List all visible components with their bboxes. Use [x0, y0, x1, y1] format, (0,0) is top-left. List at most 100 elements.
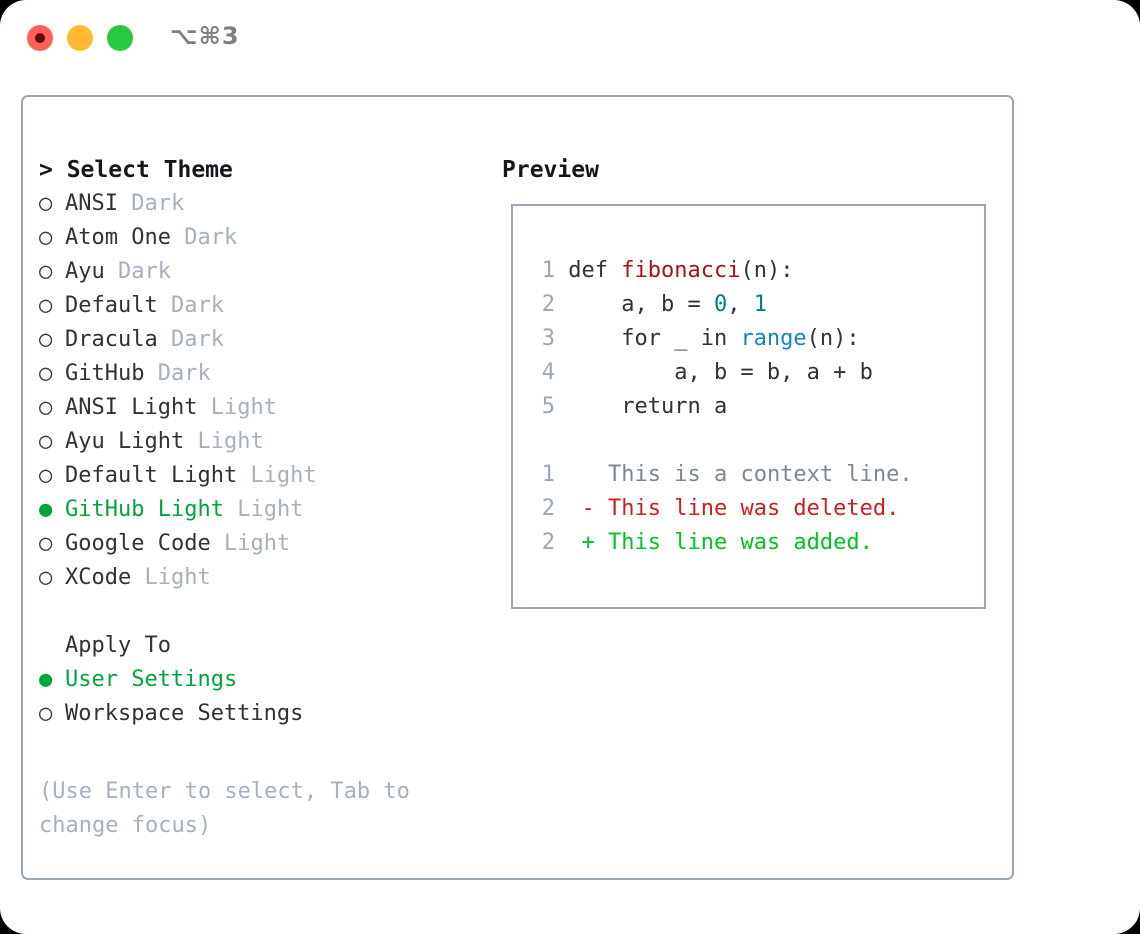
theme-list: ○ANSI Dark○Atom One Dark○Ayu Dark○Defaul… [39, 187, 489, 595]
title-bar: ⌥⌘3 [0, 0, 1140, 78]
code-token: 0 [713, 292, 728, 317]
keyboard-hint: (Use Enter to select, Tab to change focu… [39, 775, 459, 843]
code-line: 1 def fibonacci(n): [525, 254, 975, 288]
diff-line: 1 This is a context line. [525, 458, 975, 492]
theme-list-item[interactable]: ○ANSI Light Light [39, 391, 489, 425]
gutter-gap [555, 326, 568, 351]
gutter-gap [555, 462, 582, 487]
theme-list-item[interactable]: ○GitHub Dark [39, 357, 489, 391]
theme-list-item[interactable]: ○Default Light Light [39, 459, 489, 493]
theme-variant-tag: Light [144, 565, 211, 590]
theme-name-label: GitHub Light [65, 497, 224, 522]
keyboard-hint-line-1: (Use Enter to select, Tab to [39, 779, 410, 804]
line-number: 2 [541, 530, 555, 555]
line-number: 1 [541, 258, 555, 283]
theme-name-label: Ayu [65, 259, 105, 284]
gutter-gap [555, 360, 568, 385]
diff-marker: + [581, 530, 608, 555]
maximize-button[interactable] [107, 25, 133, 51]
theme-gap [118, 191, 131, 216]
list-spacer [39, 595, 489, 629]
theme-gap [197, 395, 210, 420]
code-token: 1 [753, 292, 767, 317]
apply-to-heading: Apply To [39, 629, 489, 663]
theme-gap [105, 259, 118, 284]
radio-selected-icon[interactable]: ● [39, 667, 53, 692]
theme-variant-tag: Dark [170, 327, 224, 352]
theme-variant-tag: Dark [157, 361, 211, 386]
line-number: 4 [541, 360, 555, 385]
code-blank-line [525, 424, 975, 458]
diff-line: 2 - This line was deleted. [525, 492, 975, 526]
radio-unselected-icon[interactable]: ○ [39, 259, 53, 284]
radio-unselected-icon[interactable]: ○ [39, 429, 53, 454]
theme-name-label: XCode [65, 565, 132, 590]
code-line: 3 for _ in range(n): [525, 322, 975, 356]
radio-unselected-icon[interactable]: ○ [39, 565, 53, 590]
gutter-gap [555, 292, 568, 317]
recording-indicator-icon [35, 33, 45, 43]
radio-unselected-icon[interactable]: ○ [39, 701, 53, 726]
radio-unselected-icon[interactable]: ○ [39, 463, 53, 488]
theme-variant-tag: Dark [184, 225, 238, 250]
theme-list-item[interactable]: ○Dracula Dark [39, 323, 489, 357]
radio-unselected-icon[interactable]: ○ [39, 191, 53, 216]
theme-list-item[interactable]: ○Ayu Light Light [39, 425, 489, 459]
radio-unselected-icon[interactable]: ○ [39, 531, 53, 556]
theme-list-item[interactable]: ○ XCode Light [39, 561, 489, 595]
diff-text: This line was added. [608, 530, 873, 555]
theme-list-item[interactable]: ○Atom One Dark [39, 221, 489, 255]
code-token: (n): [806, 326, 860, 351]
code-token: for _ in [568, 326, 741, 351]
theme-variant-tag: Light [223, 531, 291, 556]
select-theme-label: Select Theme [66, 157, 233, 183]
preview-heading: Preview [502, 157, 599, 183]
gutter-gap [555, 530, 582, 555]
theme-list-item[interactable]: ○Default Dark [39, 289, 489, 323]
keyboard-shortcut-label: ⌥⌘3 [170, 22, 240, 50]
gutter-gap [555, 394, 568, 419]
apply-to-label: Workspace Settings [65, 701, 304, 726]
theme-gap [184, 429, 197, 454]
apply-to-item[interactable]: ●User Settings [39, 663, 489, 697]
theme-variant-tag: Dark [131, 191, 185, 216]
theme-variant-tag: Light [210, 395, 277, 420]
gutter-gap [555, 496, 582, 521]
diff-text: This is a context line. [608, 462, 913, 487]
apply-to-label: Apply To [65, 633, 171, 658]
theme-list-item[interactable]: ○ Google Code Light [39, 527, 489, 561]
select-theme-prompt: > [39, 157, 67, 183]
radio-selected-icon[interactable]: ● [39, 497, 53, 522]
select-theme-heading: > Select Theme [39, 153, 489, 187]
code-line: 4 a, b = b, a + b [525, 356, 975, 390]
radio-unselected-icon[interactable]: ○ [39, 225, 53, 250]
theme-gap [131, 565, 144, 590]
theme-gap [171, 225, 184, 250]
radio-unselected-icon[interactable]: ○ [39, 361, 53, 386]
apply-to-item[interactable]: ○ Workspace Settings [39, 697, 489, 731]
theme-variant-tag: Light [250, 463, 317, 488]
theme-name-label: Google Code [65, 531, 211, 556]
theme-selector-column: > Select Theme ○ANSI Dark○Atom One Dark○… [39, 153, 489, 731]
radio-unselected-icon[interactable]: ○ [39, 395, 53, 420]
radio-unselected-icon[interactable]: ○ [39, 293, 53, 318]
code-token: , [727, 292, 754, 317]
keyboard-hint-line-2: change focus) [39, 813, 212, 838]
radio-unselected-icon[interactable]: ○ [39, 327, 53, 352]
theme-list-item[interactable]: ○ANSI Dark [39, 187, 489, 221]
apply-to-list: ●User Settings ○ Workspace Settings [39, 663, 489, 731]
minimize-button[interactable] [67, 25, 93, 51]
diff-marker [582, 462, 609, 487]
code-line: 5 return a [525, 390, 975, 424]
line-number: 3 [541, 326, 555, 351]
theme-name-label: Default [65, 293, 158, 318]
theme-list-item[interactable]: ○Ayu Dark [39, 255, 489, 289]
line-number: 1 [541, 462, 555, 487]
code-token: range [740, 326, 807, 351]
diff-line: 2 + This line was added. [525, 526, 975, 560]
theme-list-item[interactable]: ●GitHub Light Light [39, 493, 489, 527]
theme-gap [224, 497, 237, 522]
theme-gap [237, 463, 250, 488]
code-token: a, b = [568, 292, 714, 317]
